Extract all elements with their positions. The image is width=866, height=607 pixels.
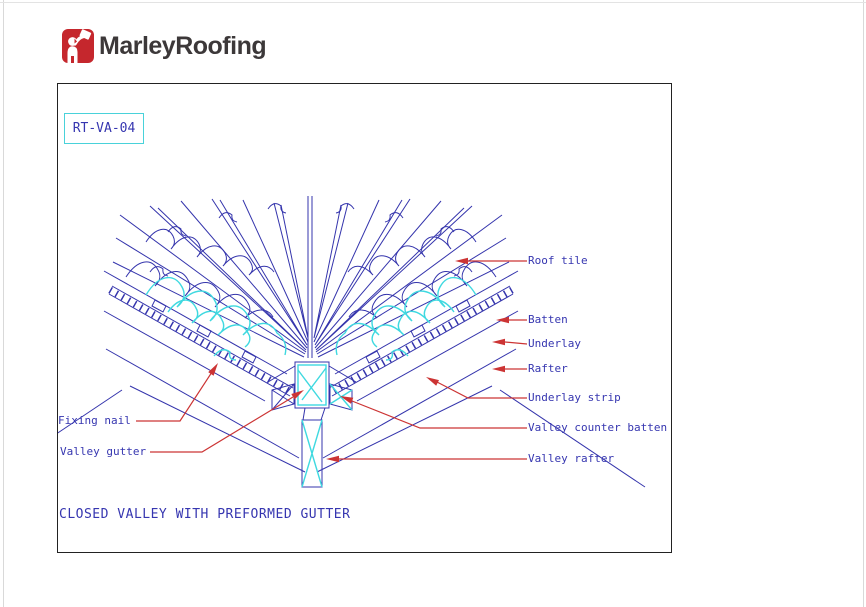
roofer-figure-icon [62, 29, 94, 63]
label-valley-gutter: Valley gutter [60, 445, 147, 458]
drawing-frame [57, 83, 672, 553]
valley-centre-line [307, 196, 313, 358]
marley-roofing-logo: MarleyRoofing [62, 29, 267, 63]
label-underlay: Underlay [528, 337, 581, 350]
roofer-figure-glyph [67, 29, 92, 63]
scan-edge-right [863, 0, 864, 607]
scan-edge-top [0, 2, 866, 3]
right-slope-linework [314, 199, 645, 487]
label-roof-tile: Roof tile [528, 254, 588, 267]
valley-rafter-post [301, 407, 326, 488]
ref-code: RT-VA-04 [72, 121, 136, 136]
scan-edge-left [3, 0, 4, 607]
drawing-title: CLOSED VALLEY WITH PREFORMED GUTTER [59, 507, 351, 522]
counter-batten-sections [271, 383, 353, 411]
label-batten: Batten [528, 313, 568, 326]
valley-gutter-channel [267, 361, 357, 409]
label-valley-counter-batten: Valley counter batten [528, 421, 668, 434]
brand-wordmark: MarleyRoofing [99, 32, 267, 60]
label-valley-rafter: Valley rafter [528, 452, 615, 465]
ref-code-box: RT-VA-04 [64, 113, 144, 144]
label-underlay-strip: Underlay strip [528, 391, 621, 404]
label-fixing-nail: Fixing nail [58, 414, 131, 427]
leader-lines [136, 257, 528, 463]
left-slope-linework [0, 199, 308, 487]
label-rafter: Rafter [528, 362, 568, 375]
